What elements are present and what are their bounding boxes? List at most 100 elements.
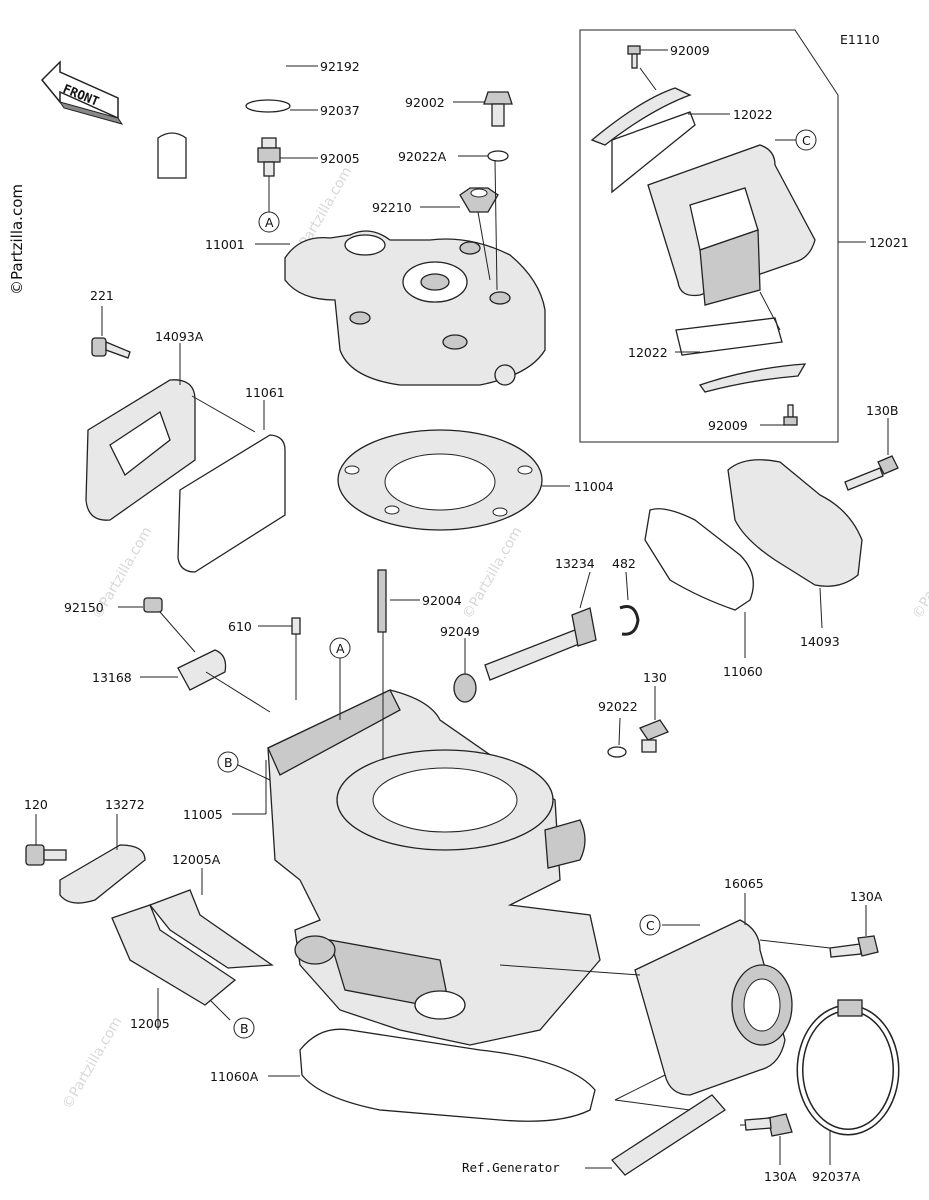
part-number: 11060 <box>723 664 763 679</box>
part-number: 92009 <box>708 418 748 433</box>
part-number: 12021 <box>869 235 909 250</box>
fitting-icon <box>257 137 281 177</box>
gasket-icon <box>299 1028 596 1122</box>
gasket-icon <box>644 508 754 611</box>
bolt-icon <box>844 455 899 491</box>
valve-shaft <box>484 607 597 681</box>
callout-labels: 92192 92037 92005 92002 92022A 92210 110… <box>24 43 909 1184</box>
part-number: 130A <box>850 889 883 904</box>
ref-marker-c: C <box>639 914 661 936</box>
part-number: 16065 <box>724 876 764 891</box>
holder-icon <box>177 649 227 691</box>
part-number: 12005 <box>130 1016 170 1031</box>
reed-block <box>647 144 816 306</box>
reference-label: Ref.Generator <box>462 1160 560 1175</box>
part-number: 92049 <box>440 624 480 639</box>
part-number: 92005 <box>320 151 360 166</box>
washer-icon <box>487 150 509 162</box>
part-number: 92022A <box>398 149 447 164</box>
part-number: 11060A <box>210 1069 259 1084</box>
generator-plate-icon <box>611 1094 726 1176</box>
reed-petal <box>675 317 783 356</box>
part-number: 11004 <box>574 479 614 494</box>
ref-marker-a: A <box>329 637 351 659</box>
part-number: 13272 <box>105 797 145 812</box>
watermark: ©Partzilla.com <box>460 524 526 622</box>
watermark: ©Partzilla.com <box>910 524 929 622</box>
part-number: 11005 <box>183 807 223 822</box>
part-number: 92210 <box>372 200 412 215</box>
part-number: 92002 <box>405 95 445 110</box>
clamp-icon <box>245 99 291 113</box>
part-number: 92037A <box>812 1169 861 1184</box>
part-number: 482 <box>612 556 636 571</box>
oil-seal-icon <box>453 673 477 703</box>
part-number: 92004 <box>422 593 462 608</box>
diagram-code: E1110 <box>840 32 880 47</box>
bolt-icon <box>639 719 669 753</box>
washer-icon <box>607 746 627 758</box>
part-number: 92150 <box>64 600 104 615</box>
ref-marker-b: B <box>233 1017 255 1039</box>
screw-icon <box>143 597 163 613</box>
bolt-icon <box>744 1113 793 1137</box>
part-number: 130B <box>866 403 898 418</box>
hose-icon <box>157 36 281 179</box>
leader-lines <box>35 49 889 1169</box>
cover-icon <box>85 379 196 521</box>
part-number: 120 <box>24 797 48 812</box>
reed-valve-box <box>579 29 839 443</box>
plate-icon <box>59 844 146 904</box>
part-number: 610 <box>228 619 252 634</box>
cover-icon <box>727 459 863 587</box>
ref-marker-label: C <box>802 133 811 148</box>
pin-icon <box>291 617 301 635</box>
ref-marker-label: C <box>646 918 655 933</box>
stud-icon <box>377 569 387 633</box>
intake-manifold <box>634 919 793 1096</box>
gasket-icon <box>177 434 286 573</box>
head-gasket <box>337 429 543 531</box>
bolt-icon <box>25 844 67 866</box>
ref-marker-c: C <box>795 129 817 151</box>
bolt-icon <box>483 91 513 127</box>
ref-marker-a: A <box>258 211 280 233</box>
ref-marker-label: A <box>265 215 274 230</box>
cylinder-block <box>267 689 601 1046</box>
watermark: ©Partzilla.com <box>60 1014 126 1112</box>
circlip-icon <box>619 605 640 636</box>
ref-marker-label: B <box>240 1021 249 1036</box>
ref-marker-label: B <box>224 755 233 770</box>
part-number: 11001 <box>205 237 245 252</box>
nut-icon <box>459 187 499 213</box>
bolt-icon <box>91 337 131 359</box>
part-number: 221 <box>90 288 114 303</box>
cylinder-head <box>284 230 546 386</box>
clamp-icon <box>796 999 900 1136</box>
part-number: 13234 <box>555 556 595 571</box>
brand-label: ©Partzilla.com <box>8 184 26 295</box>
bolt-icon <box>829 935 879 958</box>
reed-stopper <box>698 363 807 393</box>
part-number: 92022 <box>598 699 638 714</box>
part-number: 92192 <box>320 59 360 74</box>
part-number: 92009 <box>670 43 710 58</box>
part-number: 92037 <box>320 103 360 118</box>
screw-icon <box>627 45 641 69</box>
part-number: 12005A <box>172 852 221 867</box>
part-number: 14093 <box>800 634 840 649</box>
ref-marker-label: A <box>336 641 345 656</box>
reed-stopper <box>590 87 692 146</box>
part-number: 13168 <box>92 670 132 685</box>
part-number: 130 <box>643 670 667 685</box>
front-arrow-icon: FRONT <box>40 60 124 125</box>
part-number: 14093A <box>155 329 204 344</box>
exhaust-valve-icon <box>148 889 274 969</box>
part-number: 12022 <box>628 345 668 360</box>
screw-icon <box>783 404 798 426</box>
part-number: 11061 <box>245 385 285 400</box>
part-number: 12022 <box>733 107 773 122</box>
reed-petal <box>611 111 696 194</box>
part-number: 130A <box>764 1169 797 1184</box>
